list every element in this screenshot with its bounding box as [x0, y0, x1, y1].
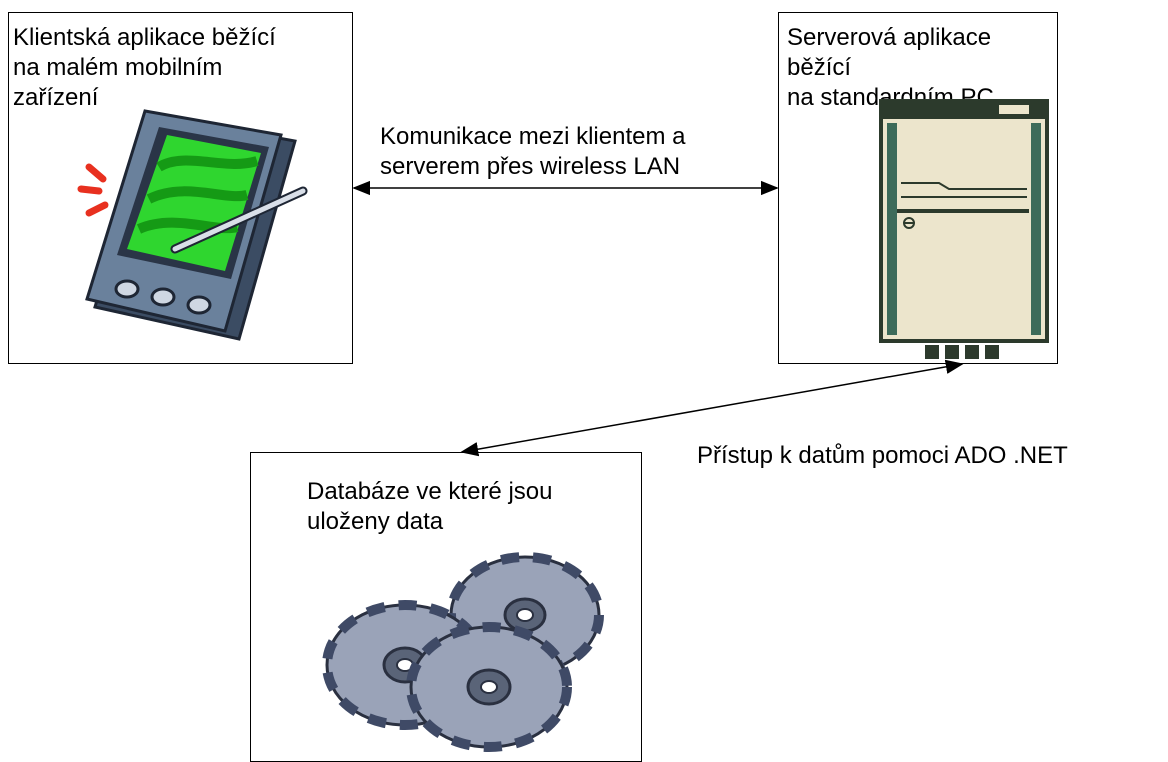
- client-box: Klientská aplikace běžící na malém mobil…: [8, 12, 353, 364]
- disc-stack-icon: [322, 552, 604, 752]
- server-database-arrow: [460, 359, 964, 457]
- client-label: Klientská aplikace běžící na malém mobil…: [13, 24, 276, 111]
- server-box: Serverová aplikace běžící na standardním…: [778, 12, 1058, 364]
- client-server-edge-label: Komunikace mezi klientem a serverem přes…: [380, 123, 686, 180]
- database-label: Databáze ve které jsou uloženy data: [307, 478, 553, 535]
- pda-icon: [77, 109, 308, 341]
- server-database-edge-label: Přístup k datům pomoci ADO .NET: [697, 442, 1068, 469]
- server-tower-icon: [879, 99, 1049, 359]
- database-box: Databáze ve které jsou uloženy data: [250, 452, 642, 762]
